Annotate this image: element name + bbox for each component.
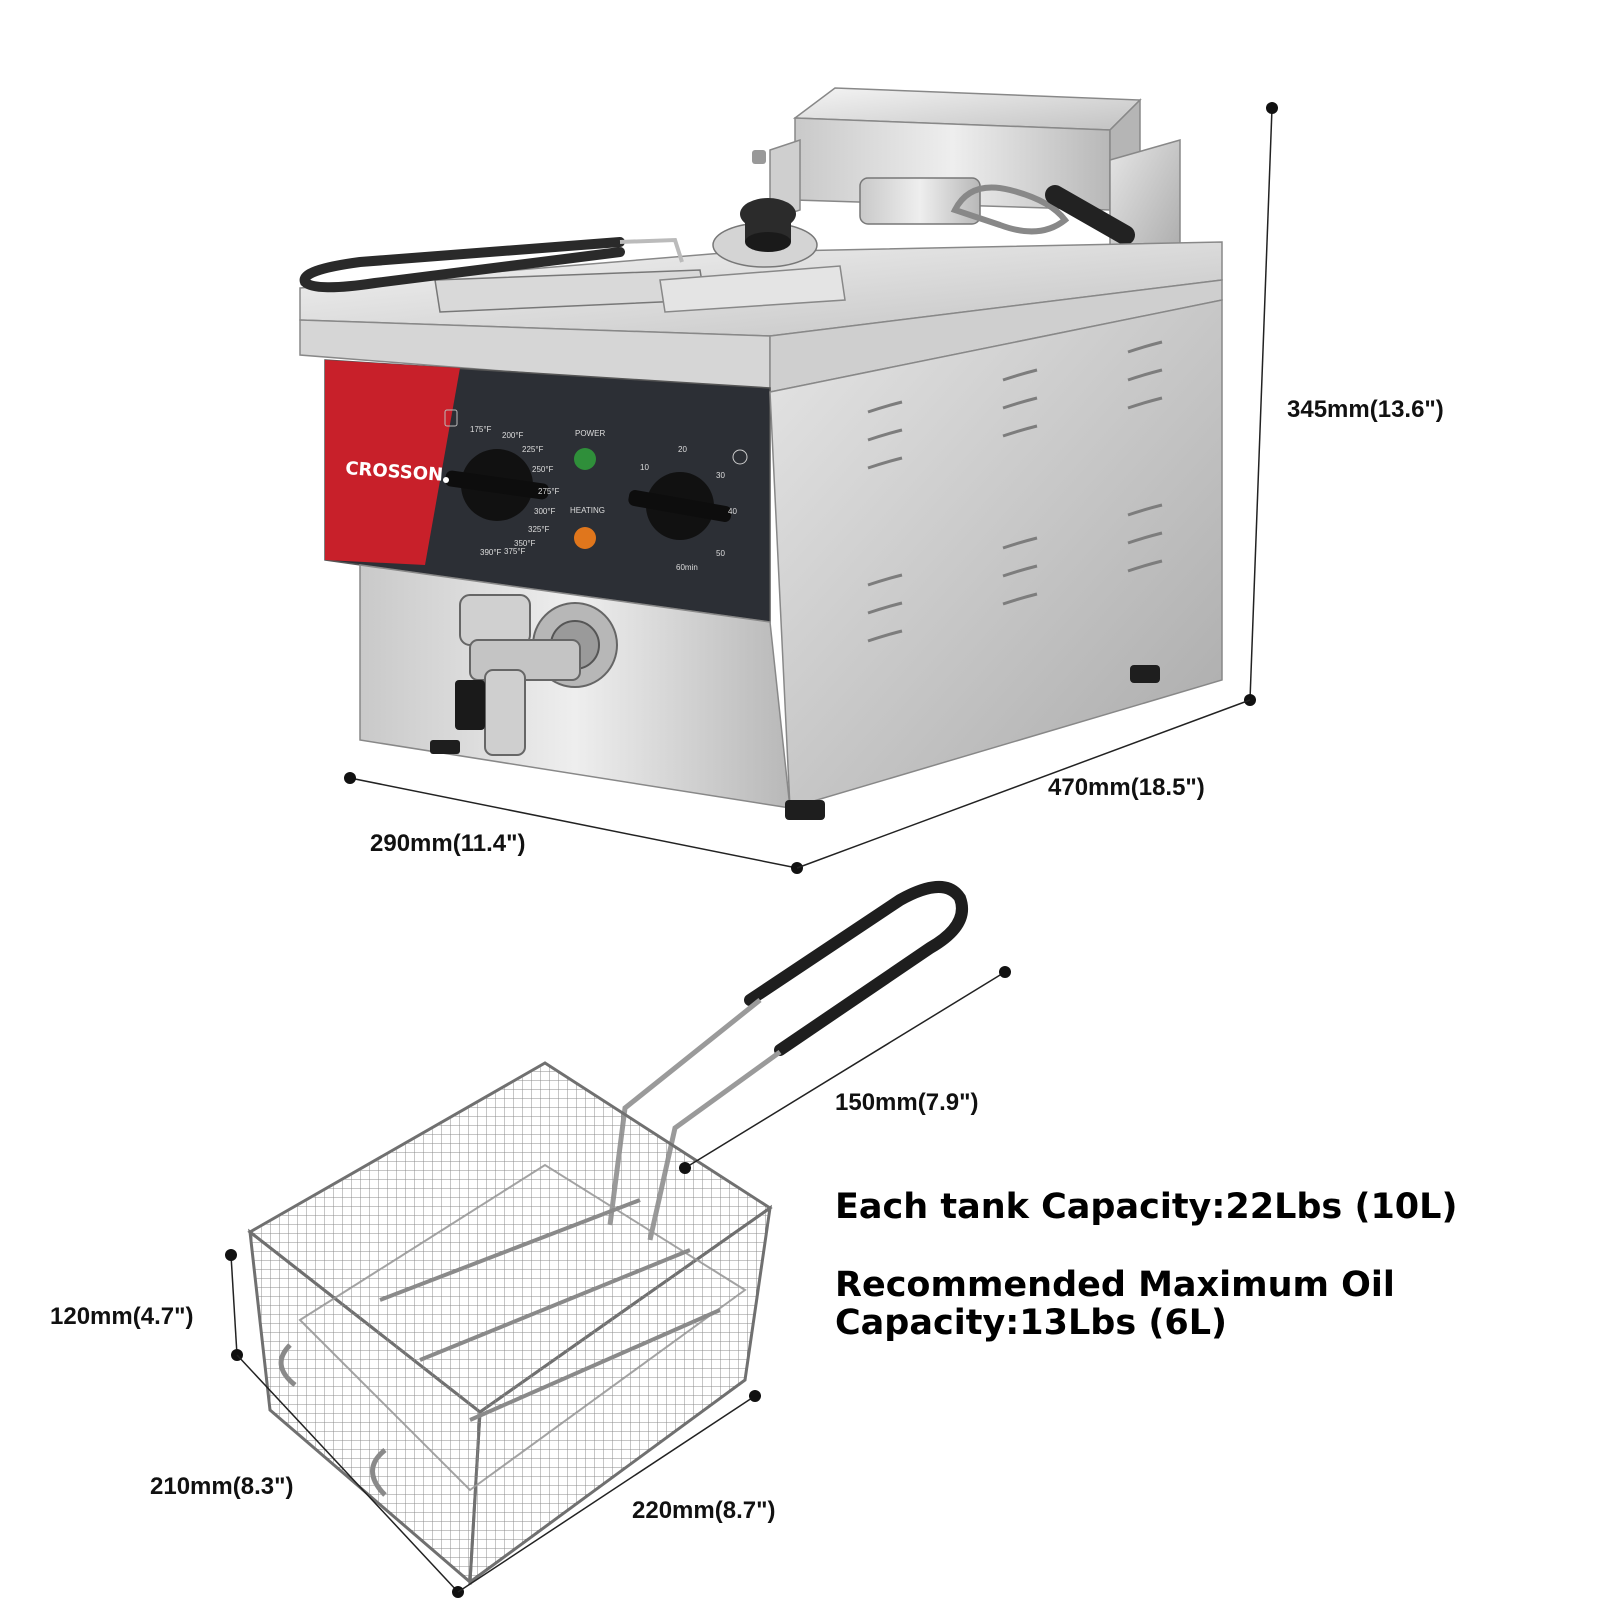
deep-fryer: CROSSON 175°F 200°F 225°F 250°F 275°F 30… (299, 87, 1223, 820)
basket-depth-label: 220mm(8.7") (632, 1497, 776, 1524)
heating-indicator-light (574, 527, 596, 549)
power-label: POWER (575, 429, 605, 438)
svg-text:250°F: 250°F (532, 465, 554, 474)
svg-text:325°F: 325°F (528, 525, 550, 534)
fryer-foot (430, 740, 460, 754)
fryer-height-label: 345mm(13.6") (1287, 396, 1444, 423)
svg-text:275°F: 275°F (538, 487, 560, 496)
oil-capacity-line-1: Recommended Maximum Oil (835, 1265, 1395, 1305)
basket-dimension-lines (225, 966, 1011, 1598)
power-indicator-light (574, 448, 596, 470)
fryer-foot (785, 800, 825, 820)
basket-height-label: 120mm(4.7") (50, 1303, 194, 1330)
fry-basket (247, 881, 968, 1586)
svg-text:390°F: 390°F (480, 548, 502, 557)
lid-handle (859, 177, 1135, 245)
control-panel: CROSSON 175°F 200°F 225°F 250°F 275°F 30… (324, 359, 771, 623)
fryer-side (769, 299, 1223, 809)
fryer-width-label: 290mm(11.4") (370, 830, 526, 857)
heating-label: HEATING (570, 506, 605, 515)
svg-text:375°F: 375°F (504, 547, 526, 556)
oil-capacity-line-2: Capacity:13Lbs (6L) (835, 1303, 1227, 1343)
svg-text:225°F: 225°F (522, 445, 544, 454)
svg-text:175°F: 175°F (470, 425, 492, 434)
svg-text:350°F: 350°F (514, 539, 536, 548)
timer-dial: 10 20 30 40 50 60min (628, 445, 748, 572)
drain-valve (455, 594, 618, 756)
svg-text:200°F: 200°F (502, 431, 524, 440)
svg-text:40: 40 (728, 507, 737, 516)
svg-text:300°F: 300°F (534, 507, 556, 516)
basket-handle-on-deck (299, 237, 625, 293)
temperature-dial: 175°F 200°F 225°F 250°F 275°F 300°F 325°… (443, 425, 560, 557)
handle-length-label: 150mm(7.9") (835, 1089, 979, 1116)
basket-handle (744, 881, 968, 1056)
fryer-foot (1130, 665, 1160, 683)
tank-capacity-text: Each tank Capacity:22Lbs (10L) (835, 1187, 1458, 1227)
svg-text:10: 10 (640, 463, 649, 472)
svg-text:60min: 60min (676, 563, 698, 572)
basket-width-label: 210mm(8.3") (150, 1473, 294, 1500)
side-vents (867, 340, 1163, 643)
svg-text:20: 20 (678, 445, 687, 454)
svg-text:30: 30 (716, 471, 725, 480)
fryer-depth-label: 470mm(18.5") (1048, 774, 1205, 801)
lid-knob (712, 198, 818, 268)
fryer-dimension-lines (344, 102, 1278, 874)
svg-text:50: 50 (716, 549, 725, 558)
